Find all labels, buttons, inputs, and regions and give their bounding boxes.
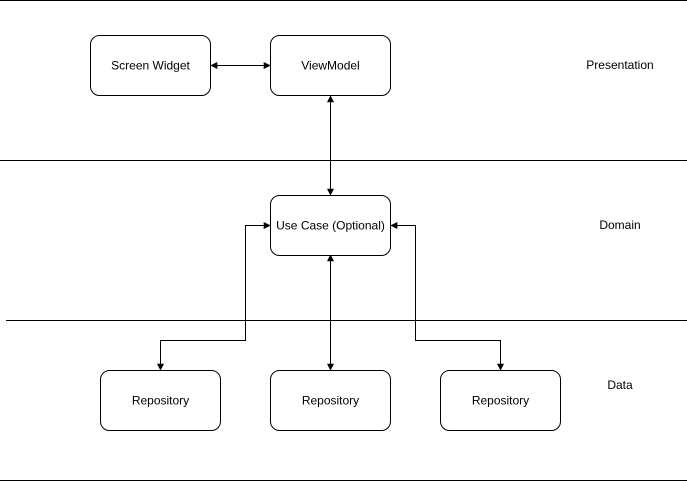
- node-screen-widget-label: Screen Widget: [111, 59, 190, 73]
- layer-label-domain: Domain: [599, 218, 640, 232]
- edge-usecase-repository-left: [157, 222, 271, 371]
- node-repository-right[interactable]: Repository: [440, 370, 561, 431]
- node-repository-center[interactable]: Repository: [270, 370, 391, 431]
- layer-label-data: Data: [607, 378, 633, 392]
- edge-usecase-repository-right: [390, 222, 504, 371]
- node-screen-widget[interactable]: Screen Widget: [90, 35, 211, 96]
- node-repository-right-label: Repository: [472, 394, 529, 408]
- node-repository-left-label: Repository: [132, 394, 189, 408]
- node-use-case-label: Use Case (Optional): [276, 219, 385, 233]
- node-repository-center-label: Repository: [302, 394, 359, 408]
- node-use-case[interactable]: Use Case (Optional): [270, 195, 391, 256]
- node-viewmodel-label: ViewModel: [301, 59, 359, 73]
- node-viewmodel[interactable]: ViewModel: [270, 35, 391, 96]
- layer-label-presentation: Presentation: [586, 58, 653, 72]
- node-repository-left[interactable]: Repository: [100, 370, 221, 431]
